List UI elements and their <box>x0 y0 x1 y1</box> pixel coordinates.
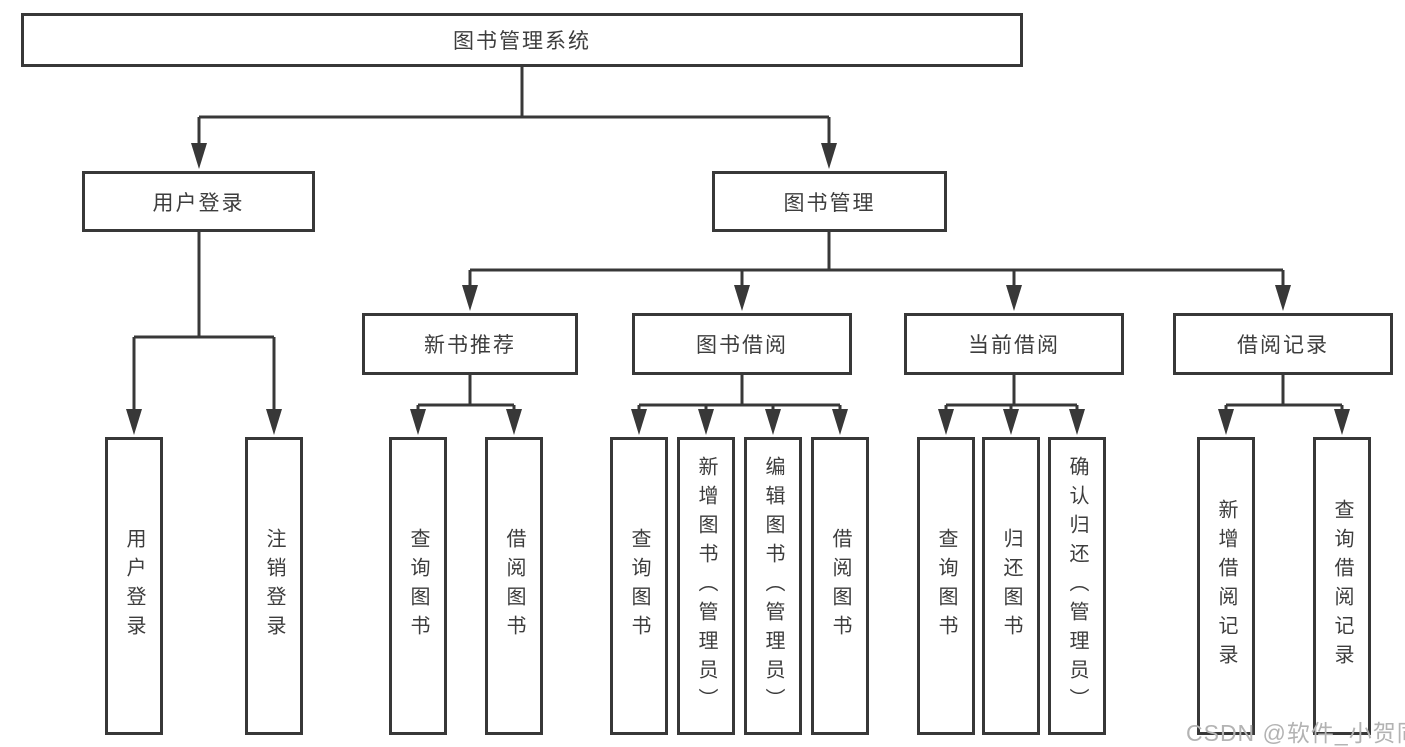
node-label: 借阅记录 <box>1237 334 1329 357</box>
leaf-query-books-borrow: 查询图书 <box>610 437 668 735</box>
leaf-label: 借阅图书 <box>503 528 525 644</box>
leaf-label: 借阅图书 <box>829 528 851 644</box>
node-new-book-recommendation: 新书推荐 <box>362 313 578 375</box>
leaf-label: 查询图书 <box>407 528 429 644</box>
node-label: 图书管理系统 <box>453 30 591 53</box>
leaf-add-borrow-record: 新增借阅记录 <box>1197 437 1255 735</box>
leaf-query-books-recommend: 查询图书 <box>389 437 447 735</box>
node-library-management-system: 图书管理系统 <box>21 13 1023 67</box>
leaf-confirm-return-admin: 确认归还（管理员） <box>1048 437 1106 735</box>
leaf-borrow-books: 借阅图书 <box>811 437 869 735</box>
leaf-label: 查询图书 <box>628 528 650 644</box>
node-label: 图书管理 <box>783 191 876 215</box>
leaf-add-books-admin: 新增图书（管理员） <box>677 437 735 735</box>
leaf-label: 新增图书（管理员） <box>695 455 717 717</box>
leaf-label: 编辑图书（管理员） <box>762 455 784 717</box>
csdn-watermark: CSDN @软件_小贺同学 <box>1186 720 1405 746</box>
node-label: 新书推荐 <box>424 334 516 357</box>
node-borrowing-records: 借阅记录 <box>1173 313 1393 375</box>
leaf-label: 注销登录 <box>263 528 285 644</box>
leaf-query-borrow-record: 查询借阅记录 <box>1313 437 1371 735</box>
leaf-borrow-books-recommend: 借阅图书 <box>485 437 543 735</box>
leaf-return-books: 归还图书 <box>982 437 1040 735</box>
node-user-login: 用户登录 <box>82 171 315 232</box>
leaf-label: 用户登录 <box>123 528 145 644</box>
node-label: 用户登录 <box>152 191 245 215</box>
leaf-label: 查询借阅记录 <box>1331 499 1353 673</box>
leaf-label: 确认归还（管理员） <box>1066 455 1088 717</box>
leaf-query-books-current: 查询图书 <box>917 437 975 735</box>
leaf-user-login: 用户登录 <box>105 437 163 735</box>
leaf-logout: 注销登录 <box>245 437 303 735</box>
node-book-borrowing: 图书借阅 <box>632 313 852 375</box>
leaf-label: 归还图书 <box>1000 528 1022 644</box>
leaf-edit-books-admin: 编辑图书（管理员） <box>744 437 802 735</box>
leaf-label: 新增借阅记录 <box>1215 499 1237 673</box>
node-label: 图书借阅 <box>696 334 788 357</box>
leaf-label: 查询图书 <box>935 528 957 644</box>
arrowheads <box>126 143 1350 435</box>
node-current-borrowing: 当前借阅 <box>904 313 1124 375</box>
node-book-management: 图书管理 <box>712 171 947 232</box>
node-label: 当前借阅 <box>968 334 1060 357</box>
